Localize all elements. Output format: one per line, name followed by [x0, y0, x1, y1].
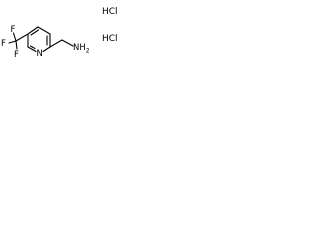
- bond-c2-ch2: [49, 39, 63, 48]
- bond-c2-n1: [42, 46, 51, 53]
- bond-cf3-ring: [15, 33, 29, 42]
- molecule-drawing: F F F N NH2 HCl HCl: [1, 7, 118, 60]
- atom-labels: F F F N NH2: [1, 25, 90, 60]
- bond-c4-c3: [37, 26, 51, 35]
- amine-label: NH2: [73, 43, 90, 55]
- hcl-label-bottom: HCl: [102, 34, 118, 44]
- bond-ch2-n: [61, 39, 74, 47]
- structure-canvas: F F F N NH2 HCl HCl: [0, 0, 128, 82]
- bond-cf-top: [12, 32, 17, 42]
- fluorine-label-top: F: [11, 25, 16, 35]
- hcl-label-top: HCl: [102, 7, 118, 17]
- fluorine-label-bottom: F: [14, 50, 19, 60]
- bond-cf-bottom: [15, 40, 18, 50]
- salt-labels: HCl HCl: [102, 7, 118, 44]
- pyridine-nitrogen-label: N: [37, 49, 43, 59]
- amine-nh-text: NH: [73, 43, 86, 53]
- fluorine-label-left: F: [1, 39, 6, 49]
- aminomethyl-bonds: [49, 39, 74, 48]
- trifluoromethyl-bonds: [8, 32, 29, 50]
- bond-n1-c6-inner: [29, 45, 36, 50]
- bond-c5-c4: [27, 26, 39, 35]
- bond-c5-c4-inner: [30, 29, 40, 36]
- bond-cf-left: [8, 40, 17, 44]
- amine-subscript-text: 2: [86, 48, 90, 55]
- bond-n1-c6: [27, 46, 37, 53]
- pyridine-ring-bonds: [27, 26, 51, 53]
